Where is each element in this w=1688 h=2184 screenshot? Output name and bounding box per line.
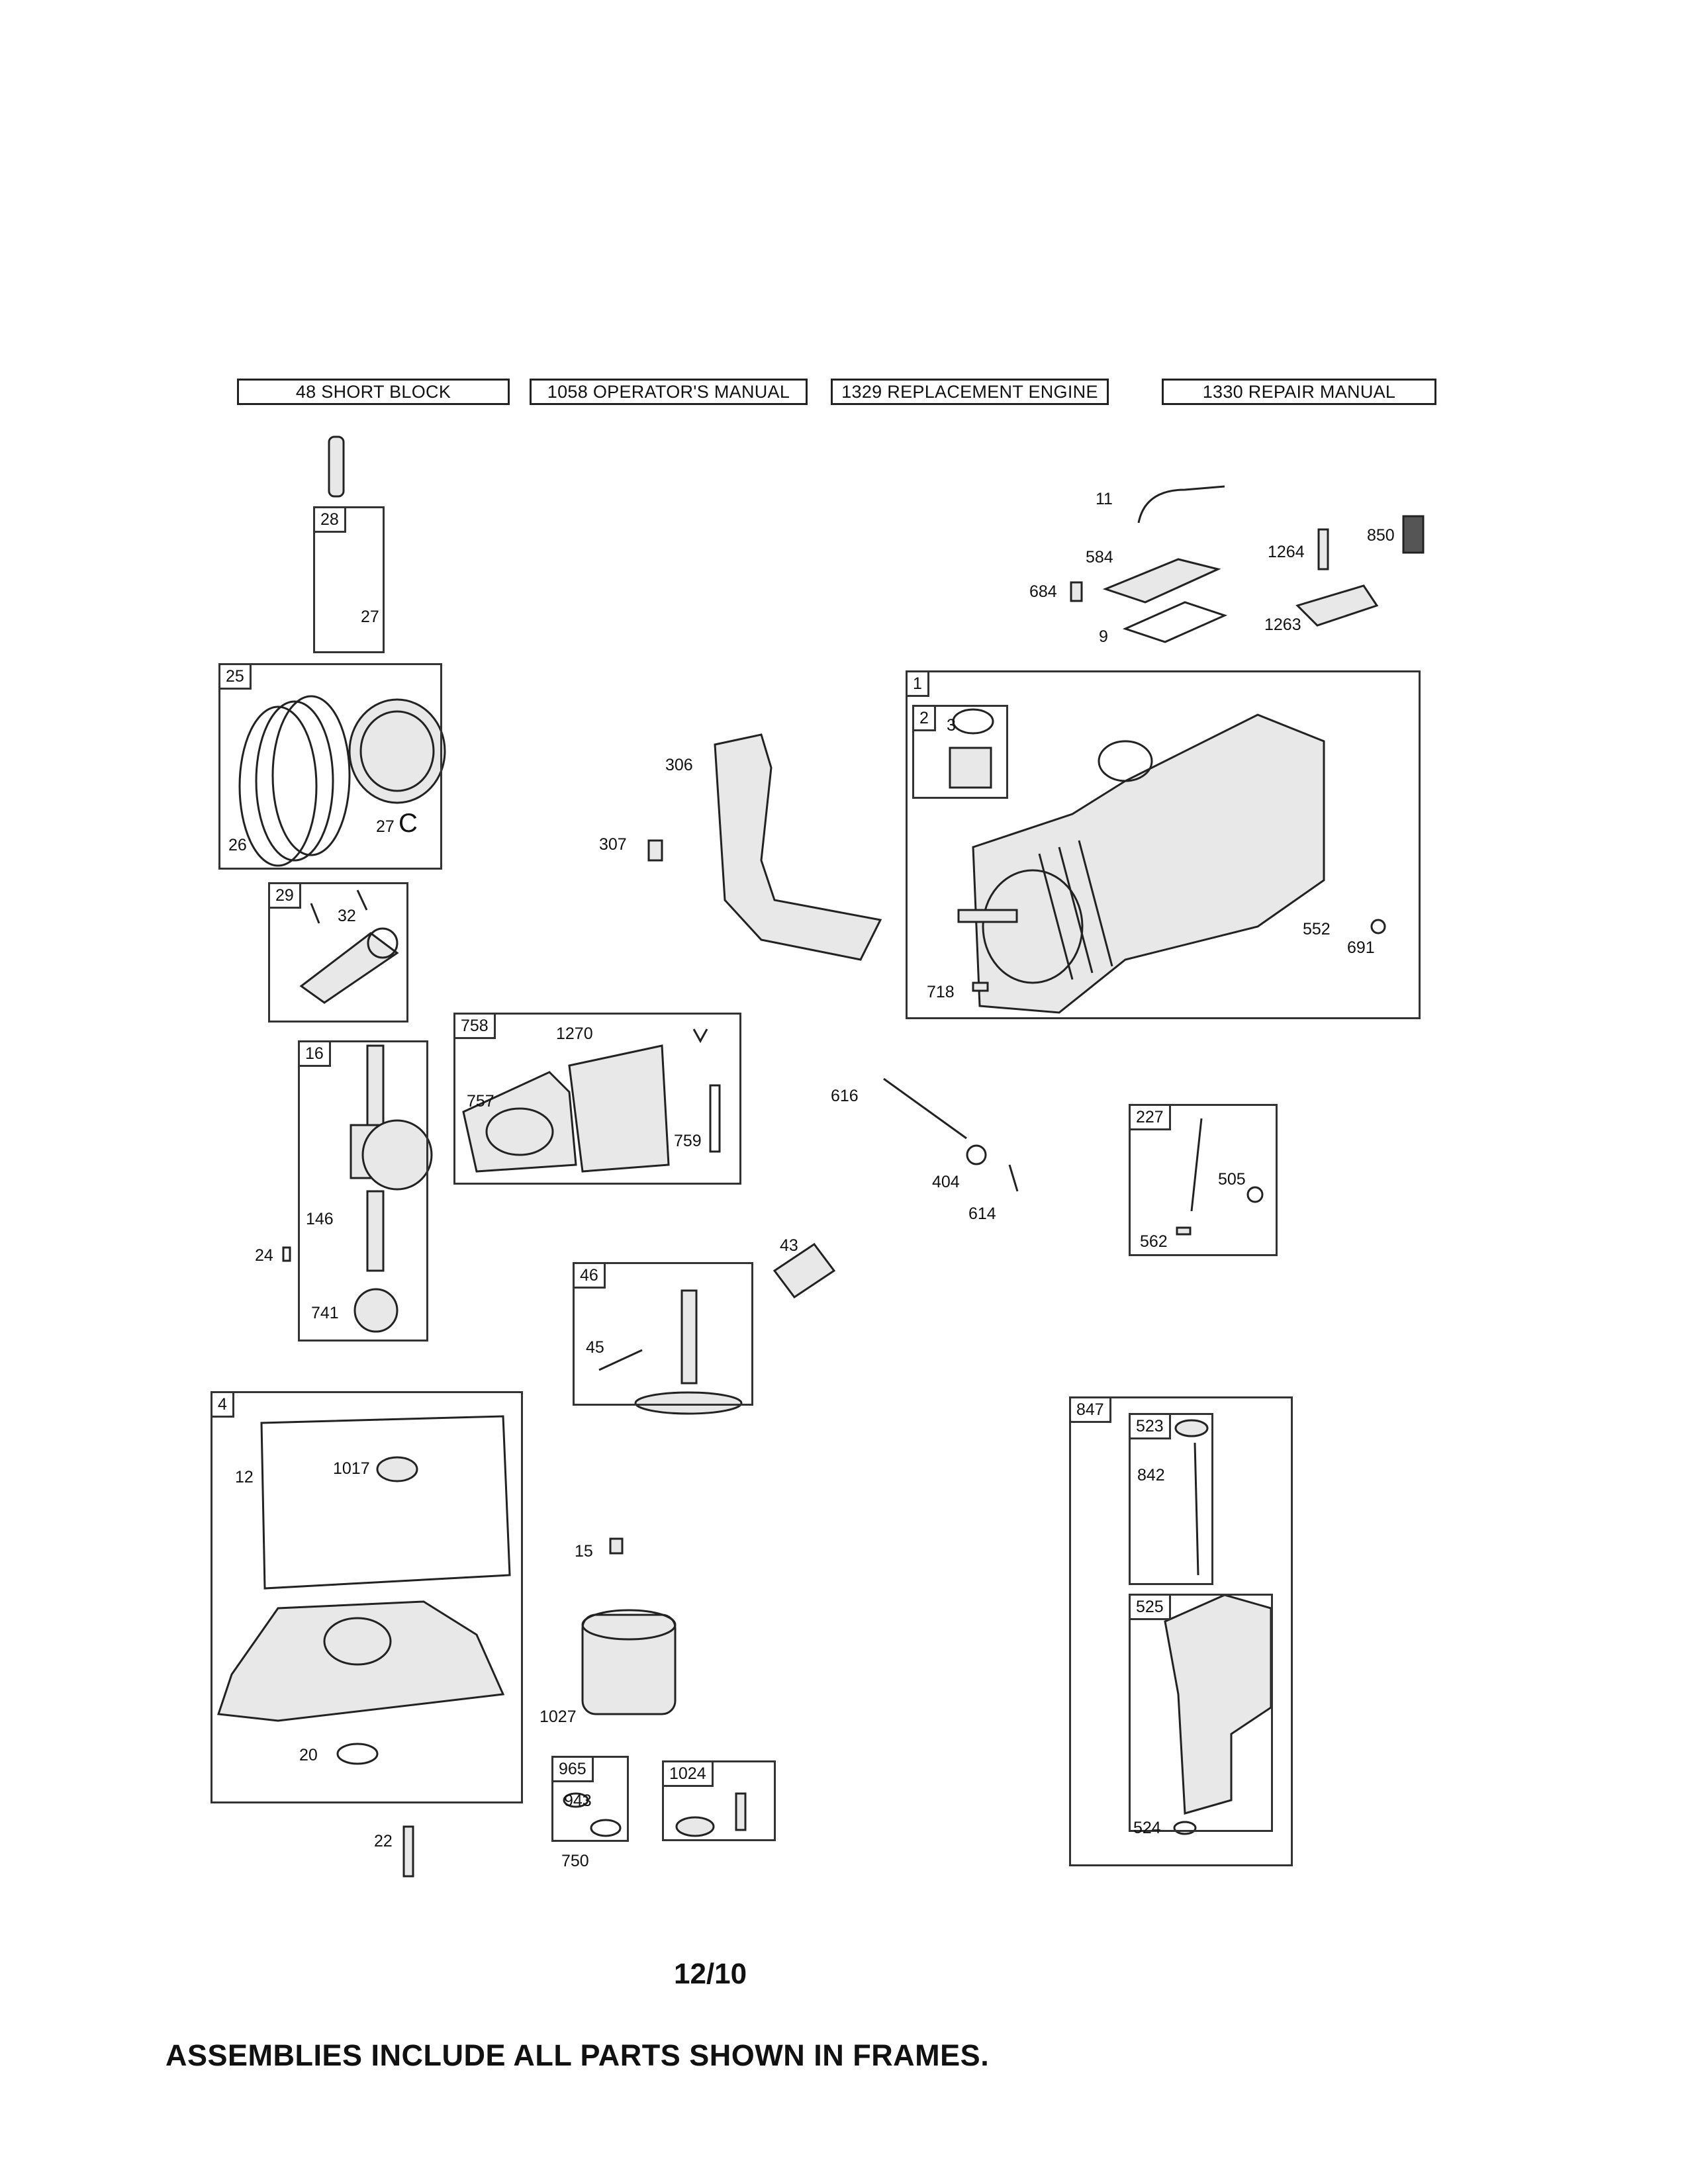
part-750-label: 750	[561, 1852, 589, 1870]
frame-25: 25	[218, 663, 442, 870]
part-1263-label: 1263	[1264, 615, 1301, 634]
part-3-label: 3	[947, 716, 956, 735]
part-24-label: 24	[255, 1246, 273, 1265]
part-759-label: 759	[674, 1132, 702, 1150]
frame-label: 1024	[664, 1762, 714, 1787]
frame-label: 16	[300, 1042, 331, 1067]
frame-label: 523	[1131, 1415, 1171, 1439]
part-27-label: 27	[361, 608, 379, 626]
frame-847: 847	[1069, 1396, 1293, 1866]
frame-label: 965	[553, 1758, 594, 1782]
frame-1024: 1024	[662, 1760, 776, 1841]
frame-4: 4	[211, 1391, 523, 1803]
part-1027-label: 1027	[539, 1707, 577, 1726]
frame-758: 758	[453, 1013, 741, 1185]
part-27c-mark: C	[399, 809, 418, 838]
part-943-label: 943	[564, 1792, 592, 1810]
part-9-label: 9	[1099, 627, 1108, 646]
part-741-label: 741	[311, 1304, 339, 1322]
header-box-repair-manual: 1330 REPAIR MANUAL	[1162, 379, 1436, 405]
part-691-label: 691	[1347, 938, 1375, 957]
frame-label: 25	[220, 665, 252, 690]
part-614-label: 614	[968, 1205, 996, 1223]
frame-label: 46	[575, 1264, 606, 1289]
part-1270-label: 1270	[556, 1024, 593, 1043]
part-757-label: 757	[467, 1092, 494, 1111]
part-43-label: 43	[780, 1236, 798, 1255]
frame-label: 1	[908, 672, 929, 697]
frame-227: 227	[1129, 1104, 1278, 1256]
part-1017-label: 1017	[333, 1459, 370, 1478]
header-box-replacement-engine: 1329 REPLACEMENT ENGINE	[831, 379, 1109, 405]
part-12-label: 12	[235, 1468, 254, 1486]
part-1264-label: 1264	[1268, 543, 1305, 561]
part-22-label: 22	[374, 1832, 393, 1850]
part-842-label: 842	[1137, 1466, 1165, 1484]
part-850-label: 850	[1367, 526, 1395, 545]
part-505-label: 505	[1218, 1170, 1246, 1189]
part-11-label: 11	[1096, 490, 1113, 508]
assemblies-note: ASSEMBLIES INCLUDE ALL PARTS SHOWN IN FR…	[165, 2038, 990, 2072]
part-718-label: 718	[927, 983, 955, 1001]
frame-965: 965	[551, 1756, 629, 1842]
frame-28: 28	[313, 506, 385, 653]
frame-label: 4	[212, 1393, 234, 1418]
frame-2: 2	[912, 705, 1008, 799]
header-box-operators-manual: 1058 OPERATOR'S MANUAL	[530, 379, 808, 405]
date-code: 12/10	[674, 1958, 747, 1990]
frame-label: 758	[455, 1015, 496, 1039]
part-45-label: 45	[586, 1338, 604, 1357]
part-20-label: 20	[299, 1746, 318, 1764]
part-306-label: 306	[665, 756, 693, 774]
frame-label: 227	[1131, 1106, 1171, 1130]
part-552-label: 552	[1303, 920, 1331, 938]
frame-label: 847	[1071, 1398, 1111, 1423]
frame-525: 525	[1129, 1594, 1273, 1832]
frame-label: 28	[315, 508, 346, 533]
frame-16: 16	[298, 1040, 428, 1342]
part-27c-label: 27	[376, 817, 395, 836]
part-584-label: 584	[1086, 548, 1113, 567]
part-26-label: 26	[228, 836, 247, 854]
part-146-label: 146	[306, 1210, 334, 1228]
part-32-label: 32	[338, 907, 356, 925]
frame-label: 29	[270, 884, 301, 909]
frame-1: 1	[906, 670, 1421, 1019]
frame-label: 525	[1131, 1596, 1171, 1620]
frame-label: 2	[914, 707, 936, 731]
part-524-label: 524	[1133, 1819, 1161, 1837]
part-307-label: 307	[599, 835, 627, 854]
part-684-label: 684	[1029, 582, 1057, 601]
part-562-label: 562	[1140, 1232, 1168, 1251]
frame-29: 29	[268, 882, 408, 1023]
header-box-short-block: 48 SHORT BLOCK	[237, 379, 510, 405]
frame-46: 46	[573, 1262, 753, 1406]
part-404-label: 404	[932, 1173, 960, 1191]
part-616-label: 616	[831, 1087, 859, 1105]
part-15-label: 15	[575, 1542, 593, 1561]
frame-523: 523	[1129, 1413, 1213, 1585]
